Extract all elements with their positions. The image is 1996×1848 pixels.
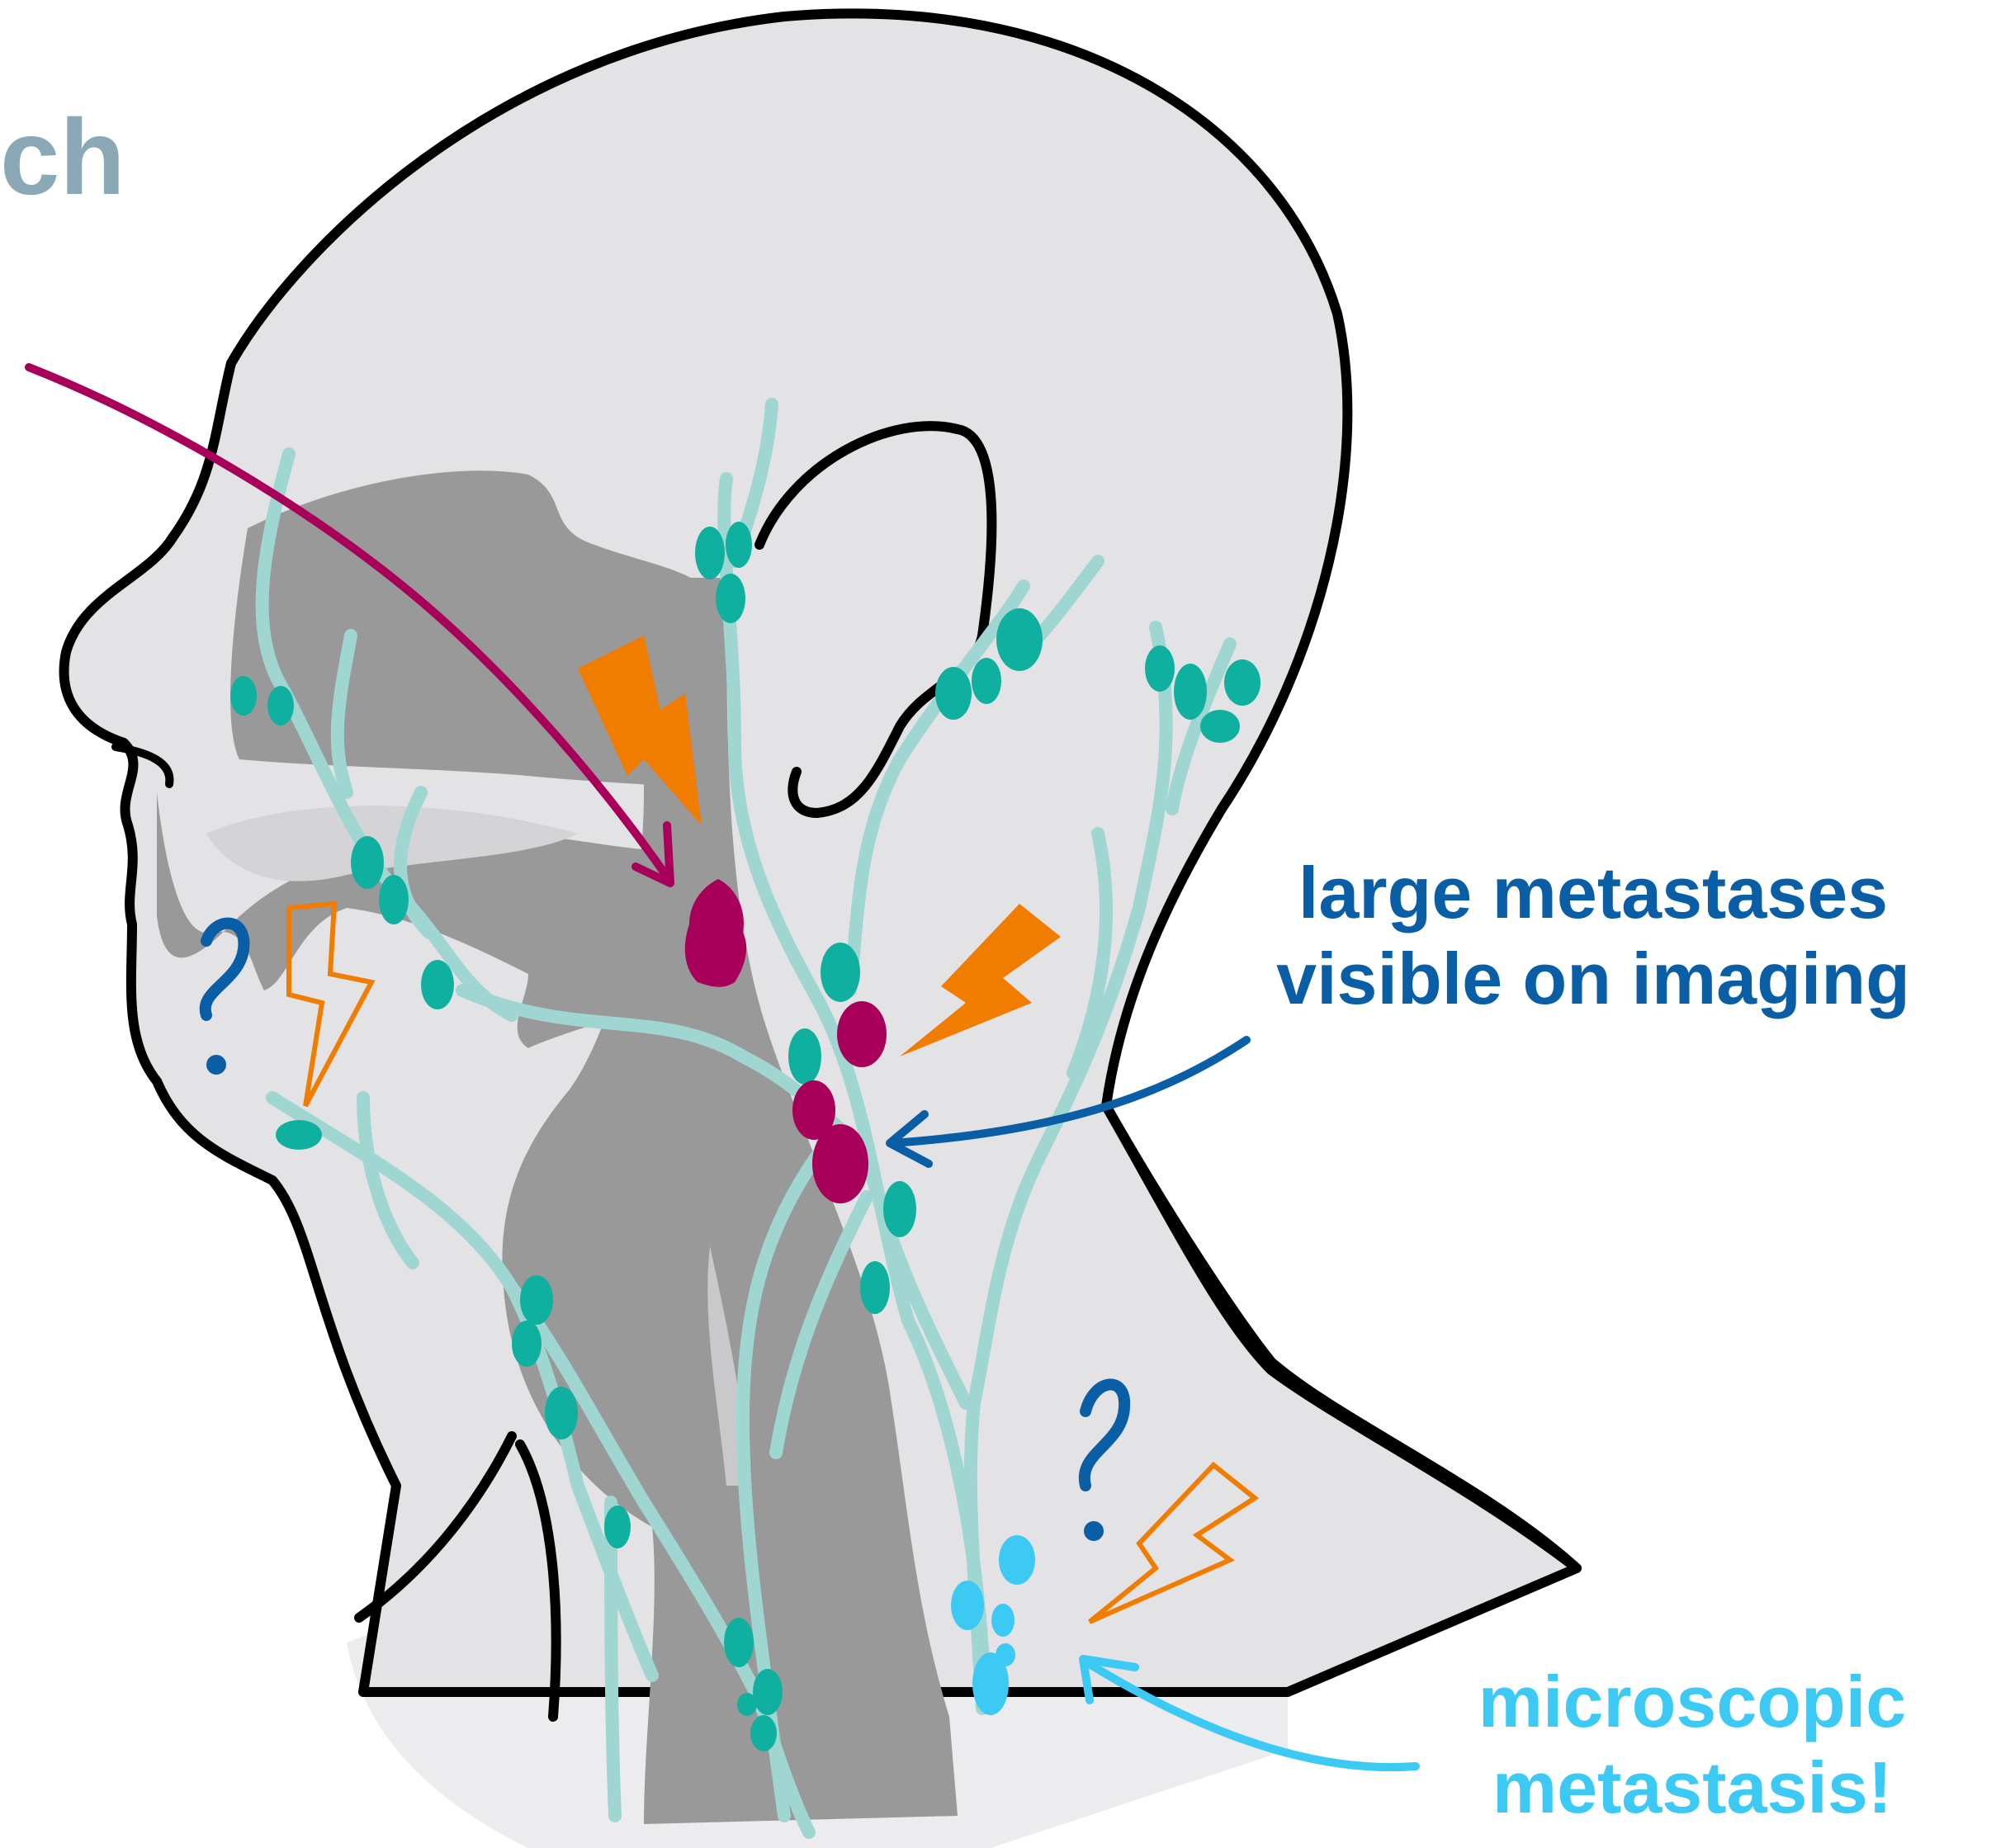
microscopic-label-line2: metastasis!: [1403, 1745, 1981, 1831]
large-metastases-label: large metastases visible on imaging: [1197, 850, 1989, 1022]
title-fragment: ch: [0, 95, 125, 219]
large-metastases-label-line2: visible on imaging: [1197, 936, 1989, 1022]
microscopic-label-line1: microscopic: [1403, 1659, 1981, 1745]
microscopic-metastasis-label: microscopic metastasis!: [1403, 1659, 1981, 1831]
large-metastases-label-line1: large metastases: [1197, 850, 1989, 936]
